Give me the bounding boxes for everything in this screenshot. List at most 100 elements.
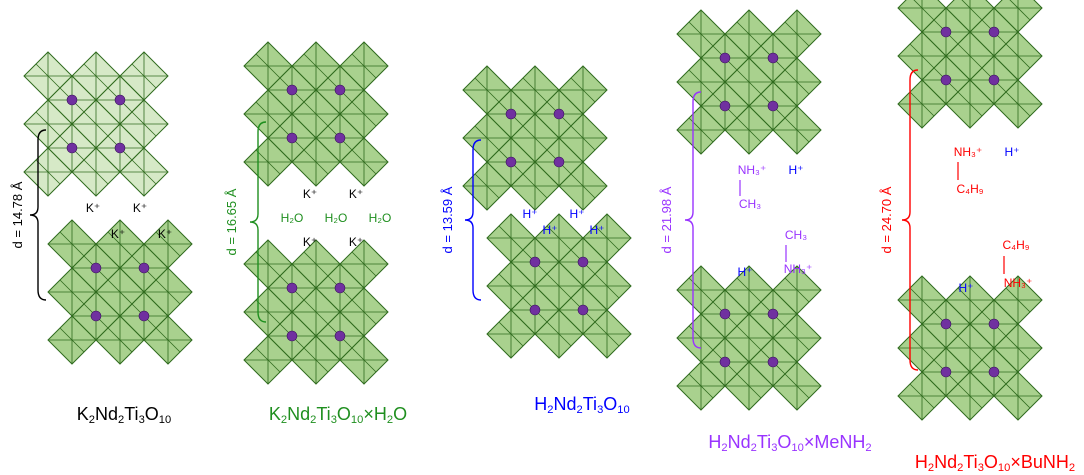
octahedron-edge: [474, 77, 500, 103]
nd-atom: [66, 142, 78, 154]
compound-formula: K2​Nd2​Ti3​O10​×H2​O: [269, 404, 407, 426]
nd-atom: [767, 356, 779, 368]
interlayer-distance: d = 24.70 Å: [879, 186, 894, 253]
nd-atom: [66, 94, 78, 106]
nd-atom: [286, 330, 298, 342]
octahedron-edge: [688, 373, 714, 399]
amine: NH₃⁺: [784, 262, 813, 276]
amine: NH₃⁺: [738, 163, 767, 177]
amine: C₄H₉: [1003, 238, 1030, 252]
nd-atom: [334, 282, 346, 294]
perovskite-slab: [462, 65, 608, 211]
octahedron-edge: [351, 299, 377, 325]
nd-atom: [767, 100, 779, 112]
octahedron-edge: [107, 231, 133, 257]
nd-atom: [114, 142, 126, 154]
perovskite-slab: [676, 265, 822, 411]
octahedron-edge: [303, 299, 329, 325]
octahedron-edge: [957, 91, 983, 117]
nd-atom: [90, 310, 102, 322]
octahedron-edge: [570, 125, 596, 151]
ion: H⁺: [1005, 145, 1020, 159]
octahedron-edge: [59, 327, 85, 353]
interlayer-brace: [684, 91, 702, 349]
interlayer-distance: d = 14.78 Å: [10, 181, 25, 248]
nd-atom: [940, 366, 952, 378]
octahedron-edge: [155, 231, 181, 257]
nd-atom: [138, 262, 150, 274]
octahedron-edge: [35, 111, 61, 137]
amine: NH₃⁺: [1004, 276, 1033, 290]
ion: H⁺: [543, 223, 558, 237]
octahedron-edge: [255, 149, 281, 175]
octahedron-edge: [131, 111, 157, 137]
ion: H⁺: [959, 281, 974, 295]
octahedron-edge: [594, 321, 620, 347]
octahedron-edge: [736, 117, 762, 143]
octahedron-edge: [909, 287, 935, 313]
perovskite-slab: [243, 239, 389, 385]
ion: K⁺: [158, 227, 172, 241]
octahedron-edge: [155, 327, 181, 353]
compound-formula: H2​Nd2​Ti3​O10​×BuNH2​: [915, 452, 1075, 474]
octahedron-edge: [351, 53, 377, 79]
octahedron-edge: [909, 335, 935, 361]
interlayer-distance: d = 16.65 Å: [224, 188, 239, 255]
nd-atom: [719, 100, 731, 112]
octahedron-edge: [570, 173, 596, 199]
octahedron-edge: [35, 63, 61, 89]
nd-atom: [529, 256, 541, 268]
perovskite-slab: [676, 9, 822, 155]
ion: H⁺: [570, 207, 585, 221]
interlayer-brace: [29, 129, 47, 301]
nd-atom: [988, 74, 1000, 86]
ion: K⁺: [303, 235, 317, 249]
octahedron-edge: [474, 173, 500, 199]
nd-atom: [988, 366, 1000, 378]
octahedron-edge: [688, 69, 714, 95]
octahedron-edge: [594, 273, 620, 299]
octahedron-edge: [736, 69, 762, 95]
perovskite-slab: [243, 41, 389, 187]
perovskite-slab: [23, 51, 169, 197]
octahedron-edge: [59, 231, 85, 257]
octahedron-edge: [594, 225, 620, 251]
water: H₂O: [281, 211, 304, 225]
nd-atom: [334, 84, 346, 96]
octahedron-edge: [351, 149, 377, 175]
nd-atom: [529, 304, 541, 316]
octahedron-edge: [498, 273, 524, 299]
octahedron-edge: [35, 159, 61, 185]
octahedron-edge: [784, 373, 810, 399]
octahedron-edge: [83, 63, 109, 89]
nd-atom: [334, 330, 346, 342]
nd-atom: [767, 308, 779, 320]
interlayer-brace: [464, 139, 482, 301]
ion: K⁺: [111, 227, 125, 241]
interlayer-distance: d = 21.98 Å: [659, 186, 674, 253]
amine: NH₃⁺: [954, 145, 983, 159]
nd-atom: [505, 156, 517, 168]
octahedron-edge: [736, 21, 762, 47]
perovskite-slab: [47, 219, 193, 365]
interlayer-brace: [249, 121, 267, 323]
octahedron-edge: [957, 287, 983, 313]
octahedron-edge: [1005, 335, 1031, 361]
amine: C₄H₉: [957, 182, 984, 196]
nd-atom: [767, 52, 779, 64]
octahedron-edge: [303, 251, 329, 277]
nd-atom: [90, 262, 102, 274]
octahedron-edge: [255, 53, 281, 79]
octahedron-edge: [961, 0, 983, 21]
nd-atom: [940, 74, 952, 86]
octahedron-edge: [1005, 287, 1031, 313]
ion: K⁺: [133, 201, 147, 215]
nd-atom: [719, 356, 731, 368]
octahedron-edge: [546, 225, 572, 251]
octahedron-edge: [59, 279, 85, 305]
compound-formula: H2​Nd2​Ti3​O10​: [534, 394, 629, 416]
octahedron-edge: [255, 101, 281, 127]
nd-atom: [286, 84, 298, 96]
perovskite-layers: [23, 0, 1043, 421]
